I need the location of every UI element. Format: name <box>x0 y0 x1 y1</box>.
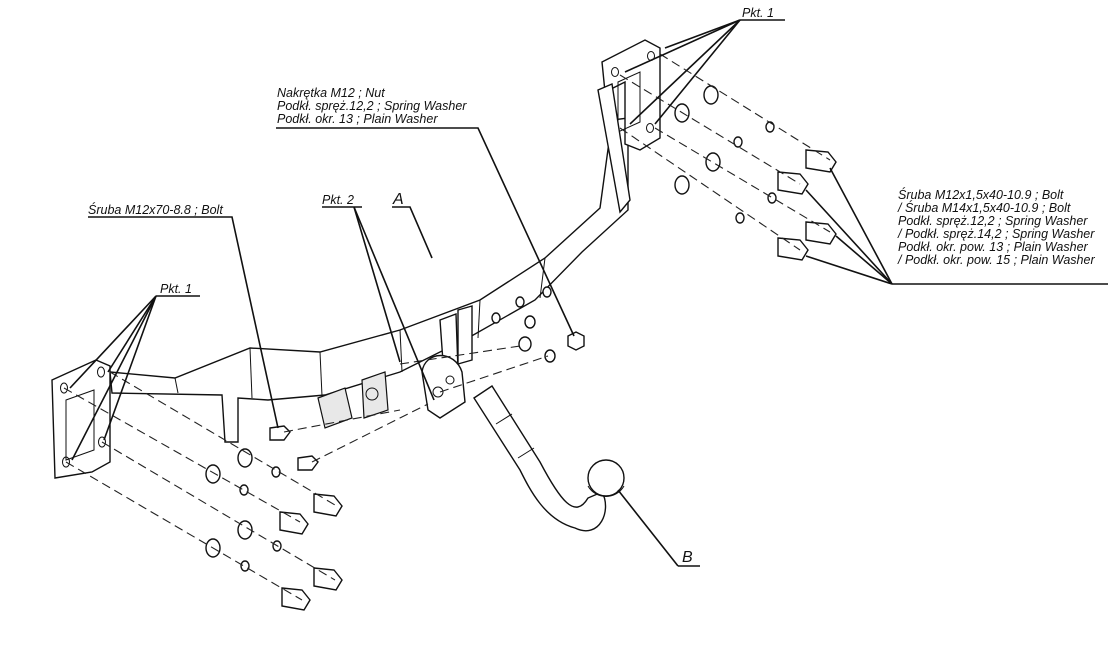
label-pkt1-top: Pkt. 1 <box>742 6 774 20</box>
left-fasteners <box>205 425 343 611</box>
label-nut-line1: Nakrętka M12 ; Nut <box>277 86 385 100</box>
left-mounting-bracket <box>51 359 111 479</box>
label-bolt-right-line5: Podkł. okr. pow. 13 ; Plain Washer <box>898 240 1089 254</box>
crossbar-beam <box>109 117 629 443</box>
label-bolt-right-line6: / Podkł. okr. pow. 15 ; Plain Washer <box>897 253 1095 267</box>
ball-mount-receiver <box>421 305 473 419</box>
center-nuts <box>491 286 585 363</box>
label-nut-line3: Podkł. okr. 13 ; Plain Washer <box>277 112 438 126</box>
label-bolt-right-line1: Śruba M12x1,5x40-10.9 ; Bolt <box>898 187 1064 202</box>
label-b: B <box>682 549 693 566</box>
label-a: A <box>392 191 404 208</box>
label-bolt-right-line3: Podkł. spręż.12,2 ; Spring Washer <box>898 214 1088 228</box>
label-bolt-right-line4: / Podkł. spręż.14,2 ; Spring Washer <box>897 227 1095 241</box>
tow-ball-arm <box>473 385 625 532</box>
leader-lines <box>69 19 1108 567</box>
label-pkt2: Pkt. 2 <box>322 193 354 207</box>
socket-plate <box>317 371 389 429</box>
label-bolt-left: Śruba M12x70-8.8 ; Bolt <box>88 202 223 217</box>
label-nut-line2: Podkł. spręż.12,2 ; Spring Washer <box>277 99 467 113</box>
label-bolt-right-line2: / Śruba M14x1,5x40-10.9 ; Bolt <box>897 200 1071 215</box>
right-mounting-bracket <box>597 39 661 214</box>
right-fasteners <box>674 85 837 261</box>
label-pkt1-left: Pkt. 1 <box>160 282 192 296</box>
